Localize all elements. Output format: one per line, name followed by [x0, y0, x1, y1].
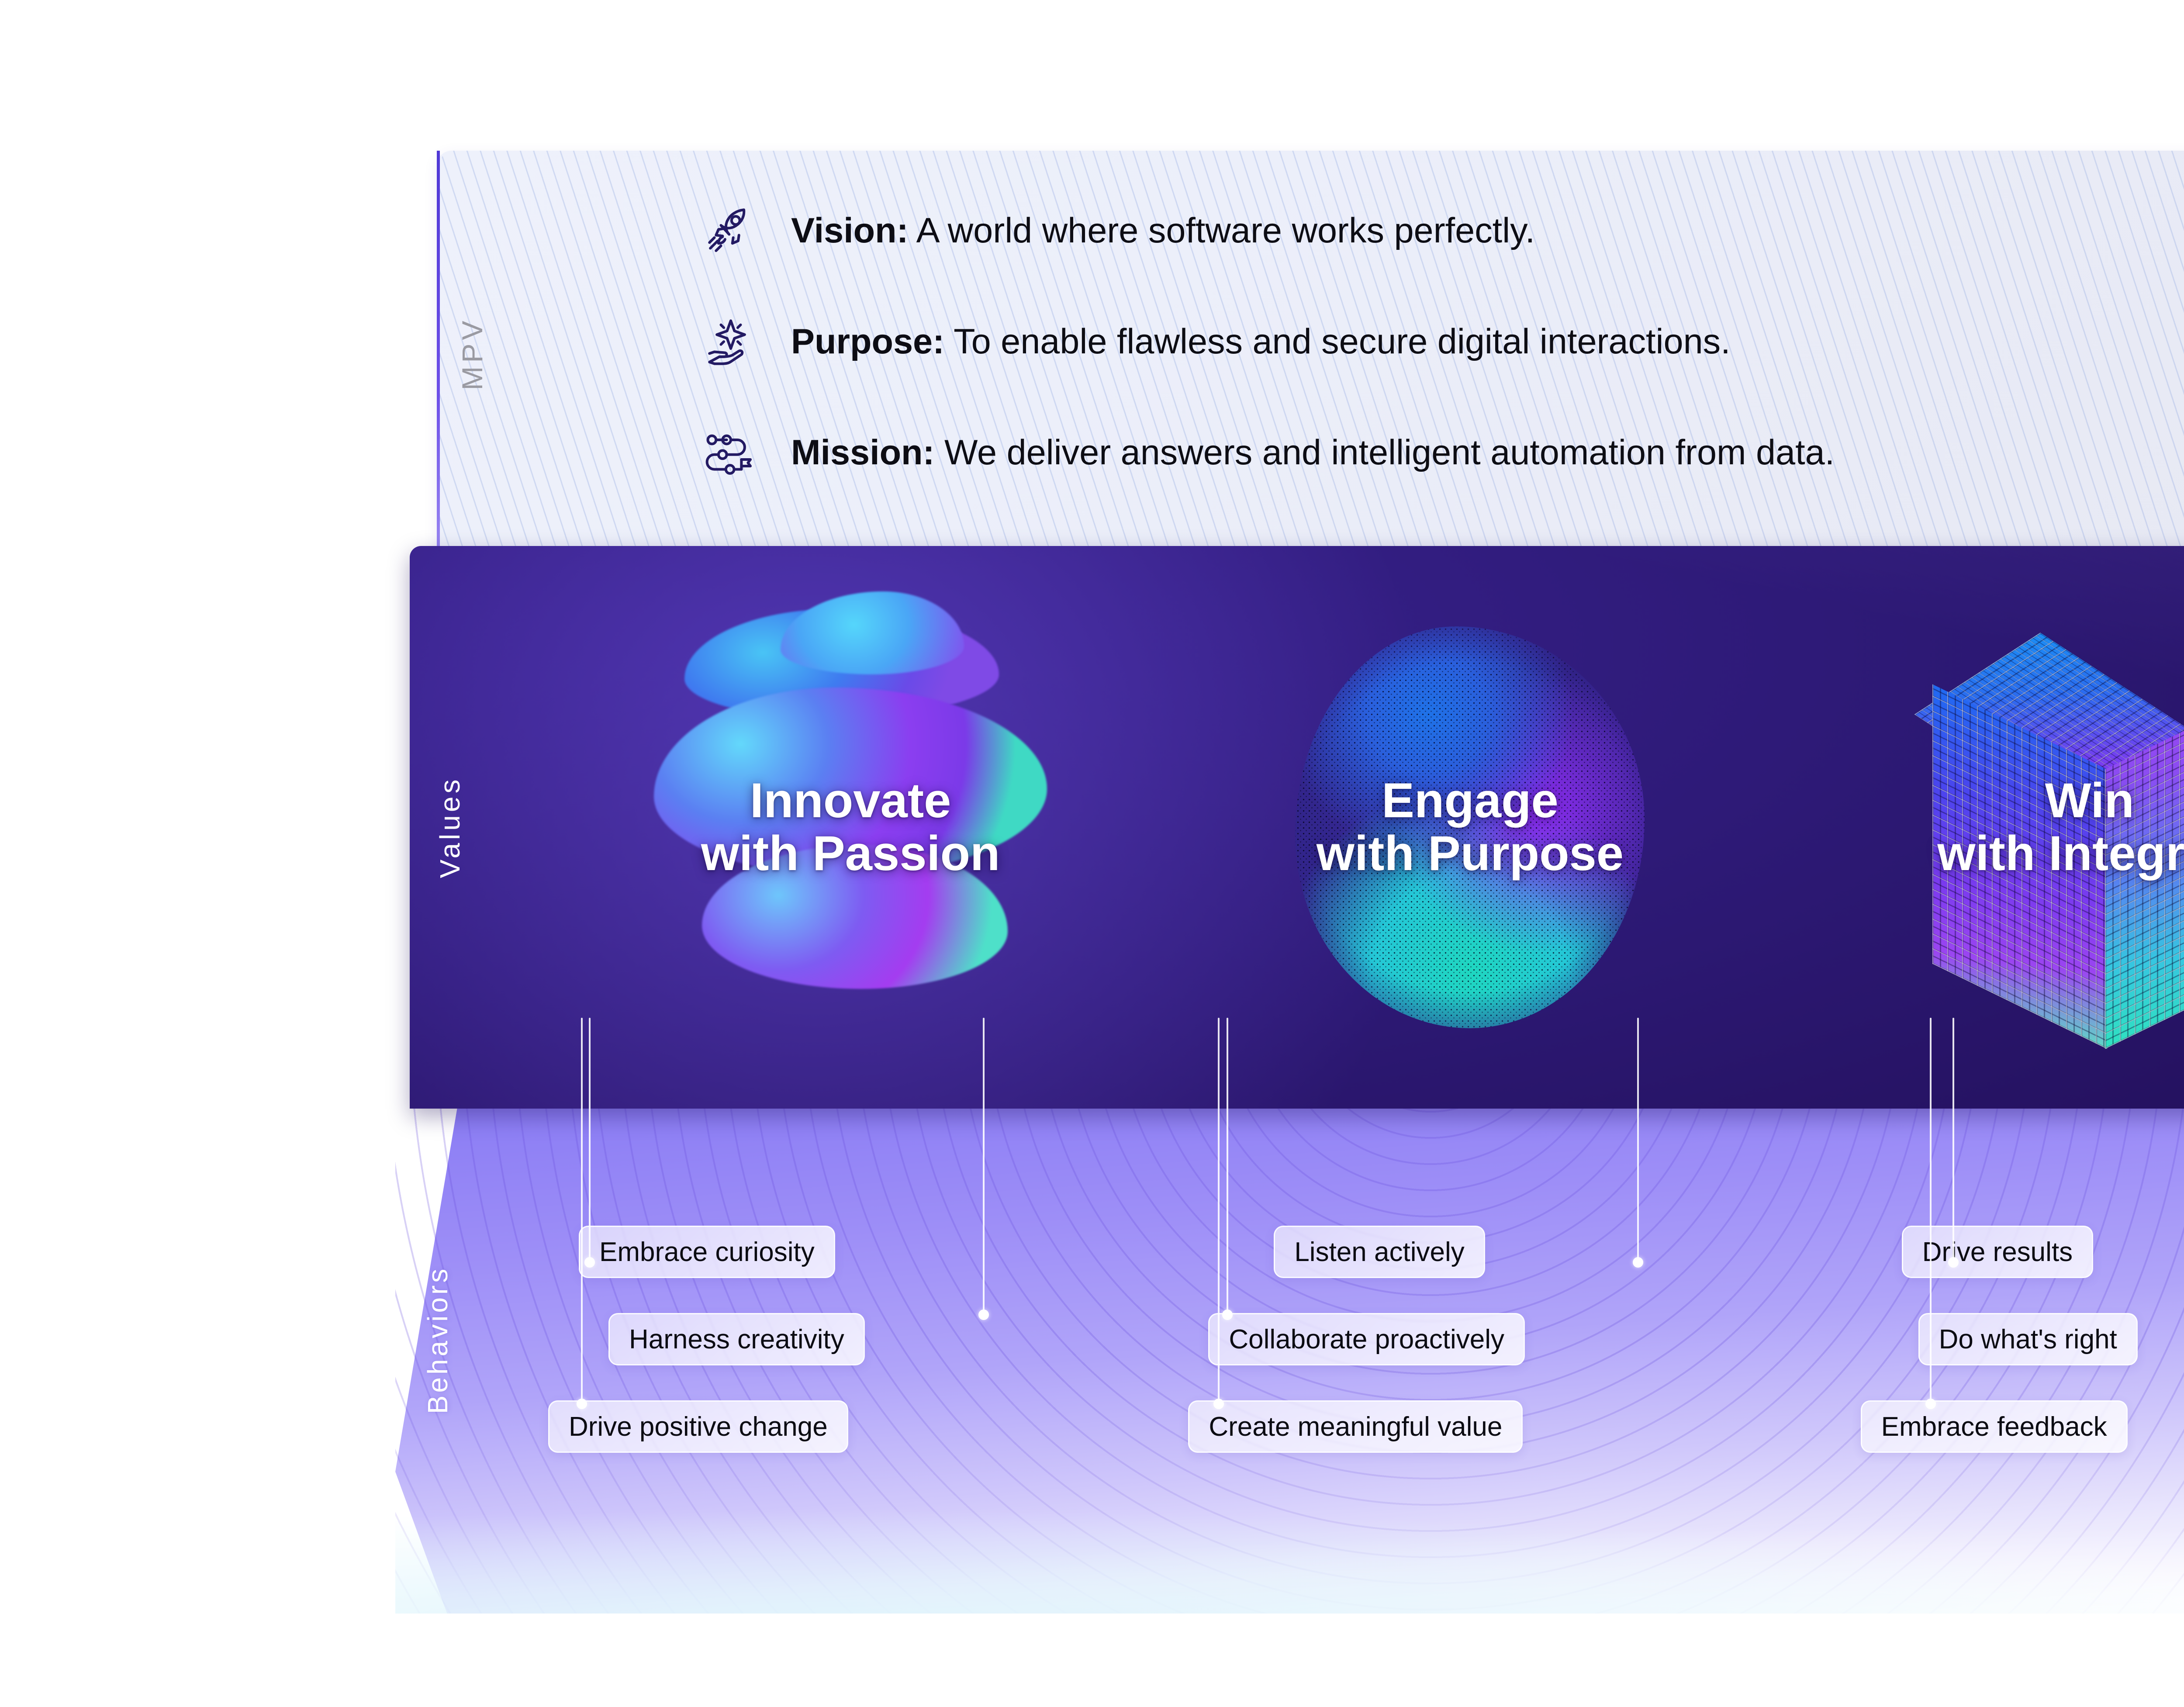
roadmap-flag-icon	[702, 424, 760, 482]
connector-dot	[1213, 1399, 1224, 1409]
connector-dot	[1633, 1257, 1643, 1268]
value-card-win[interactable]: Win with Integrity	[1780, 546, 2184, 1109]
rocket-icon	[702, 202, 760, 260]
value-title-engage: Engage with Purpose	[1317, 774, 1624, 880]
value-card-engage[interactable]: Engage with Purpose	[1160, 546, 1780, 1109]
mpv-panel: MPV Vision: A world where software wor	[437, 151, 2184, 557]
behavior-pill[interactable]: Embrace curiosity	[579, 1226, 835, 1278]
values-section-label: Values	[434, 776, 466, 878]
connector-line	[1637, 1018, 1639, 1262]
connector-line	[1218, 1018, 1220, 1402]
behavior-pill[interactable]: Harness creativity	[608, 1313, 865, 1365]
behaviors-columns: Embrace curiosity Harness creativity Dri…	[526, 1107, 2184, 1614]
behavior-pill[interactable]: Drive positive change	[548, 1400, 848, 1453]
connector-line	[1952, 1018, 1954, 1262]
behaviors-section-label: Behaviors	[422, 1266, 453, 1414]
connector-dot	[1948, 1257, 1959, 1268]
mpv-text-vision: Vision: A world where software works per…	[791, 210, 1535, 252]
value-title-line2: with Passion	[701, 826, 1000, 881]
connector-line	[581, 1018, 583, 1402]
mpv-label-purpose: Purpose:	[791, 322, 945, 362]
cloud-art	[645, 583, 1056, 1072]
behaviors-column-win: Drive results Do what's right Embrace fe…	[1787, 1107, 2184, 1614]
mpv-label-vision: Vision:	[791, 211, 909, 251]
connector-dot	[584, 1257, 595, 1268]
value-title-innovate: Innovate with Passion	[701, 774, 1000, 880]
value-card-innovate[interactable]: Innovate with Passion	[541, 546, 1160, 1109]
connector-line	[1930, 1018, 1932, 1402]
mpv-value-mission: We deliver answers and intelligent autom…	[944, 433, 1835, 473]
behavior-pill[interactable]: Embrace feedback	[1860, 1400, 2128, 1453]
connector-line	[589, 1018, 591, 1262]
sparkle-hand-icon	[702, 313, 760, 371]
value-title-line2: with Integrity	[1937, 826, 2184, 881]
behavior-pill[interactable]: Drive results	[1901, 1226, 2094, 1278]
mpv-label-mission: Mission:	[791, 433, 935, 473]
connector-dot	[978, 1310, 989, 1320]
connector-dot	[1925, 1399, 1936, 1409]
mpv-value-vision: A world where software works perfectly.	[916, 211, 1535, 251]
behavior-pill[interactable]: Create meaningful value	[1188, 1400, 1523, 1453]
behaviors-wave-fade	[395, 1430, 2184, 1614]
connector-line	[983, 1018, 985, 1315]
behaviors-column-innovate: Embrace curiosity Harness creativity Dri…	[526, 1107, 1157, 1614]
mpv-text-purpose: Purpose: To enable flawless and secure d…	[791, 321, 1731, 363]
mpv-row-purpose: Purpose: To enable flawless and secure d…	[702, 313, 2184, 371]
mpv-row-mission: Mission: We deliver answers and intellig…	[702, 424, 2184, 482]
mpv-rows: Vision: A world where software works per…	[702, 202, 2184, 482]
mpv-text-mission: Mission: We deliver answers and intellig…	[791, 432, 1835, 474]
behaviors-panel: Behaviors Embrace curiosity Harness crea…	[395, 1107, 2184, 1614]
connector-line	[1227, 1018, 1228, 1315]
value-title-line1: Engage	[1382, 773, 1559, 828]
values-columns: Innovate with Passion Engage with Purpos…	[541, 546, 2184, 1109]
value-title-line2: with Purpose	[1316, 826, 1624, 881]
values-panel: Values Innovate with Passion	[410, 546, 2184, 1109]
mpv-value-purpose: To enable flawless and secure digital in…	[954, 322, 1731, 362]
value-title-line1: Win	[2045, 773, 2134, 828]
value-title-win: Win with Integrity	[1937, 774, 2184, 880]
behavior-pill[interactable]: Listen actively	[1274, 1226, 1485, 1278]
value-title-line1: Innovate	[750, 773, 951, 828]
dotsphere-art	[1278, 600, 1662, 1054]
behaviors-column-engage: Listen actively Collaborate proactively …	[1157, 1107, 1787, 1614]
behavior-pill[interactable]: Collaborate proactively	[1208, 1313, 1525, 1365]
mpv-row-vision: Vision: A world where software works per…	[702, 202, 2184, 260]
mpv-section-label: MPV	[456, 317, 488, 390]
connector-dot	[577, 1399, 587, 1409]
connector-dot	[1222, 1310, 1233, 1320]
behavior-pill[interactable]: Do what's right	[1918, 1313, 2138, 1365]
